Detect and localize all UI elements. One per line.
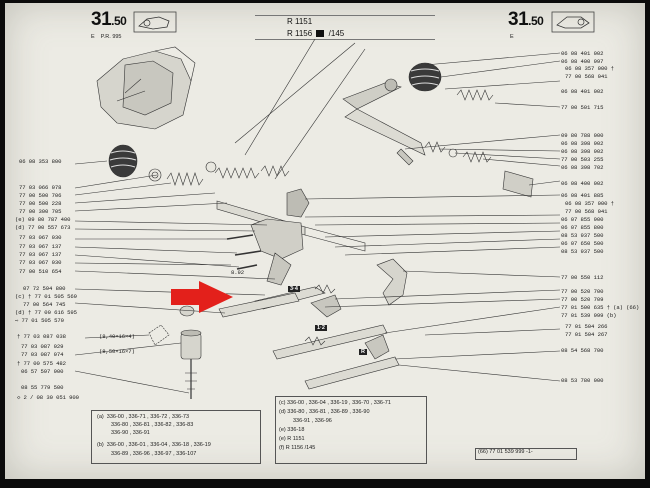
header-line-2: R 1156 /145 (287, 29, 345, 38)
note-a-line2: 336-80 , 336-81 , 336-82 , 336-83 (111, 422, 194, 428)
ref-right-lower: 77 01 539 999 (b) (561, 312, 617, 319)
ref-left-bottom: 08 55 779 500 (21, 384, 64, 391)
note-a-line3: 336-90 , 336-91 (111, 430, 150, 436)
ref-right: 06 08 398 902 (561, 140, 604, 147)
ref-left: 06 08 353 800 (19, 158, 62, 165)
ref-right-lower: 08 53 780 000 (561, 377, 604, 384)
notes-left-box (91, 410, 261, 464)
note-a: (a) 336-00 , 336-71 , 336-72 , 336-73 (97, 414, 190, 420)
ref-right: 06 07 855 900 (561, 216, 604, 223)
ref-right: 06 08 398 702 (561, 164, 604, 171)
ref-left-mid: 77 00 564 745 (23, 301, 66, 308)
exploded-view-drawing (74, 38, 561, 399)
ref-right: 77 00 501 715 (561, 104, 604, 111)
ref-left: 77 03 067 030 (19, 259, 62, 266)
ref-right: 06 08 398 902 (561, 148, 604, 155)
ref-right-lower: 77 00 520 700 (561, 288, 604, 295)
ref-right: 77 00 503 255 (561, 156, 604, 163)
gearbox-thumbnail-icon-right (551, 11, 595, 33)
ref-right: 06 08 401 002 (561, 50, 604, 57)
dimension-2: (8,50×16×7) (99, 348, 135, 355)
ref-left-low: † 77 00 575 482 (17, 360, 66, 367)
note-d-line2: 336-91 , 336-96 (293, 418, 332, 424)
ref-right: 77 00 568 041 (565, 208, 608, 215)
dimension-3: 8.92 (231, 269, 245, 276)
ref-left-mid: ⇨ 77 01 505 570 (15, 317, 64, 324)
ref-right: 06 08 401 002 (561, 88, 604, 95)
gearbox-thumbnail-icon (133, 11, 177, 33)
footnote-box (475, 448, 577, 460)
ref-right-lower: 77 01 504 266 (565, 323, 608, 330)
ref-left-mid: (c) † 77 01 505 569 (15, 293, 77, 300)
ref-left-low: † 77 03 087 038 (17, 333, 66, 340)
ref-right: 06 08 400 997 (561, 58, 604, 65)
dimension-1: (8,40×16×4) (99, 333, 135, 340)
ref-right-lower: 77 01 504 267 (565, 331, 608, 338)
ref-left: 77 03 067 137 (19, 251, 62, 258)
highlight-arrow (171, 281, 233, 313)
footnote: (66) 77 01 539 999 -1- (478, 449, 533, 455)
ref-right: 06 08 357 000 † (565, 200, 614, 207)
ref-left: 77 03 066 078 (19, 184, 62, 191)
ref-right-lower: 77 00 550 112 (561, 274, 604, 281)
note-e2: (e) R 1151 (279, 436, 305, 442)
ref-left: 77 00 300 705 (19, 208, 62, 215)
ref-right: 06 08 401 885 (561, 192, 604, 199)
ref-left-mid: 07 72 594 800 (23, 285, 66, 292)
ref-left-low: 77 03 087 029 (21, 343, 64, 350)
ref-left: 77 03 067 137 (19, 243, 62, 250)
note-b-line2: 336-89 , 336-96 , 336-97 , 336-107 (111, 451, 197, 457)
ref-right: 06 08 400 002 (561, 180, 604, 187)
ref-right: 09 80 788 000 (561, 132, 604, 139)
ref-right: 77 00 568 041 (565, 73, 608, 80)
ref-left: (e) 09 80 787 400 (15, 216, 71, 223)
page-code-left: 31.50 (91, 9, 127, 30)
page-code-right-sub: E (510, 34, 514, 40)
ref-right: 06 08 357 000 † (565, 65, 614, 72)
note-c: (c) 336-00 , 336-04 , 336-19 , 336-70 , … (279, 400, 391, 406)
ref-left: (d) 77 00 557 673 (15, 224, 71, 231)
note-b: (b) 336-00 , 336-01 , 336-04 , 336-18 , … (97, 442, 211, 448)
page-code-right: 31.50 (508, 9, 544, 30)
ref-left: 77 00 500 706 (19, 192, 62, 199)
note-f: (f) R 1156 /145 (279, 445, 316, 451)
shaft-label-r: R (359, 349, 367, 355)
ref-right: 08 53 937 500 (561, 248, 604, 255)
ref-left-low: 77 03 087 074 (21, 351, 64, 358)
ref-right: 08 53 937 500 (561, 232, 604, 239)
ref-right: 06 07 855 800 (561, 224, 604, 231)
ref-left-mid: (d) † 77 00 616 595 (15, 309, 77, 316)
gearbox-type-icon (316, 30, 325, 37)
ref-right: 06 07 650 500 (561, 240, 604, 247)
note-d: (d) 336-80 , 336-81 , 336-89 , 336-90 (279, 409, 370, 415)
ref-left: 77 03 067 030 (19, 234, 62, 241)
note-e: (e) 336-18 (279, 427, 305, 433)
shaft-label-34: 3·4 (288, 286, 300, 292)
ref-right-lower: 08 54 568 700 (561, 347, 604, 354)
page-code-left-sub: E P.R. 995 (91, 34, 122, 40)
ref-right-lower: 77 01 500 635 † (a) (66) (561, 304, 640, 311)
ref-left-low: 06 57 597 900 (21, 368, 64, 375)
ref-right-lower: 77 00 520 709 (561, 296, 604, 303)
shaft-label-12: 1·2 (315, 325, 327, 331)
notes-right-box (275, 396, 427, 464)
ref-left: 77 00 510 654 (19, 268, 62, 275)
ref-left: 77 00 500 228 (19, 200, 62, 207)
catalog-page: 31.50 E P.R. 995 31.50 E R 1151 R 1156 /… (5, 3, 645, 479)
header-line-1: R 1151 (287, 17, 313, 26)
ref-left-bottom: ◇ 2 / 08 30 051 900 (17, 394, 79, 401)
